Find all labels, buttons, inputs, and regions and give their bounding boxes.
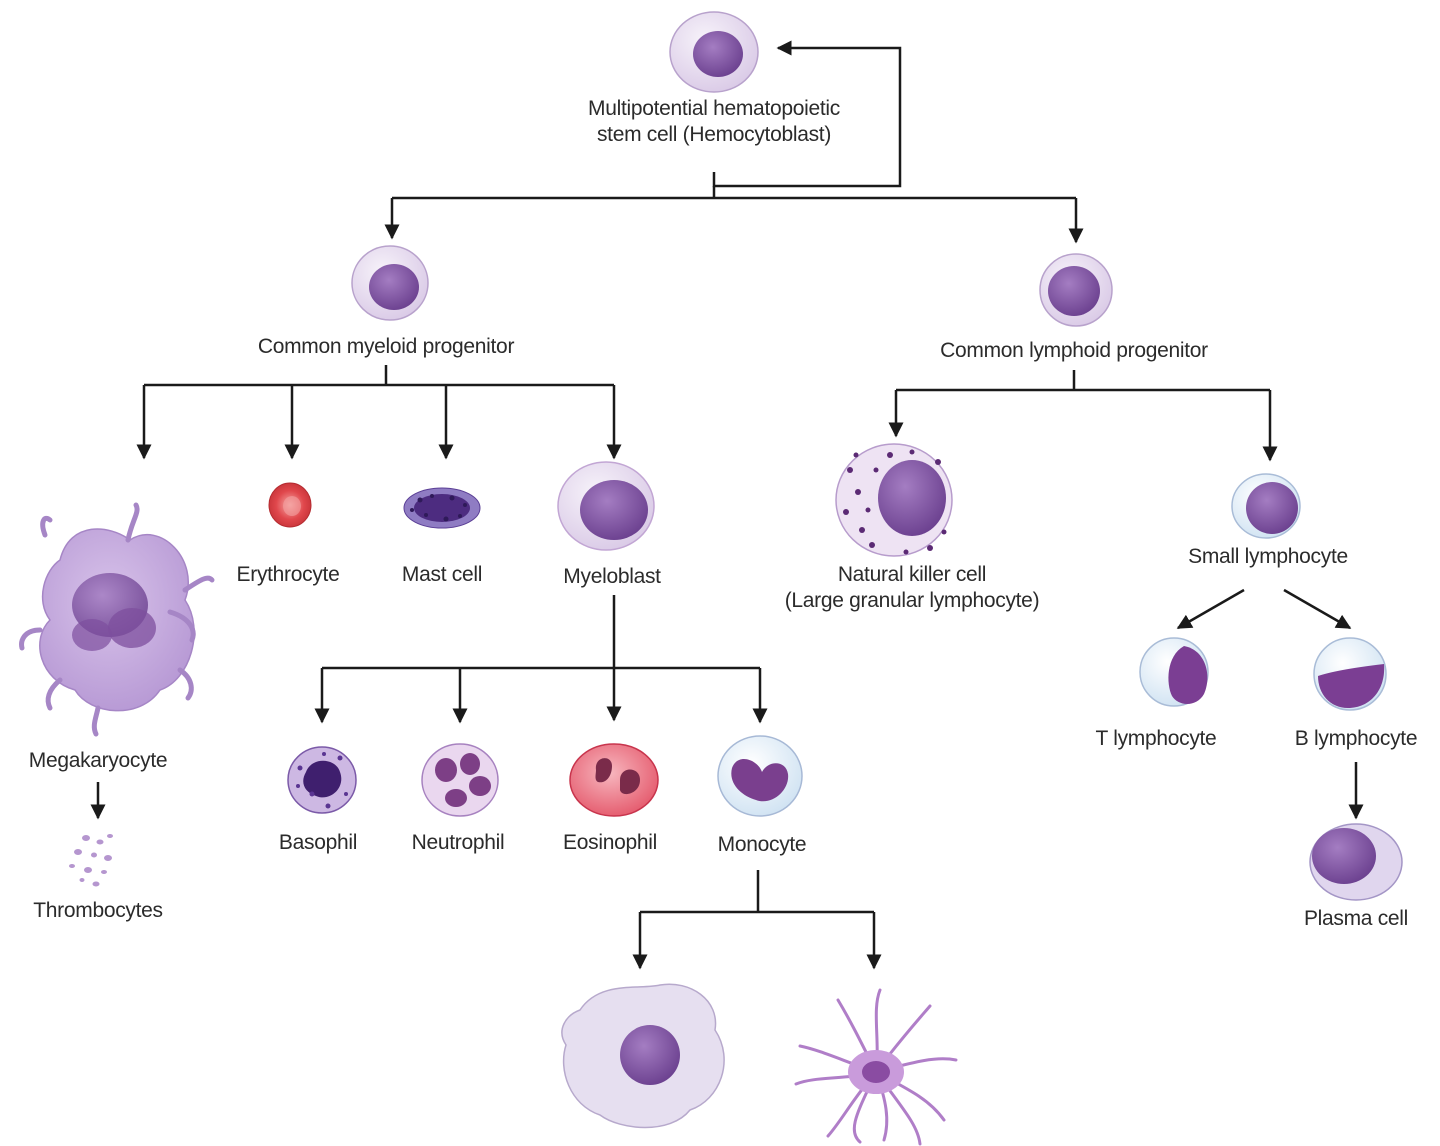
t-lymphocyte-icon bbox=[1139, 637, 1209, 707]
lymphoid-progenitor-icon bbox=[1039, 253, 1113, 327]
myeloblast-label: Myeloblast bbox=[563, 565, 661, 588]
eosinophil-label: Eosinophil bbox=[563, 831, 657, 854]
nk-cell-label-line2: (Large granular lymphocyte) bbox=[784, 589, 1040, 612]
erythrocyte-label: Erythrocyte bbox=[236, 563, 340, 586]
stem-cell-label-line1: Multipotential hematopoietic bbox=[588, 97, 840, 120]
mast-cell-label: Mast cell bbox=[401, 563, 483, 586]
monocyte-label: Monocyte bbox=[717, 833, 807, 856]
myeloid-progenitor-icon bbox=[351, 245, 429, 321]
myeloid-progenitor-label: Common myeloid progenitor bbox=[257, 335, 515, 358]
stem-cell-label: Multipotential hematopoietic stem cell (… bbox=[588, 96, 840, 148]
neutrophil-icon bbox=[421, 743, 499, 817]
dendritic-cell-icon bbox=[794, 988, 958, 1146]
thrombocytes-label: Thrombocytes bbox=[33, 899, 163, 922]
basophil-label: Basophil bbox=[278, 831, 358, 854]
erythrocyte-icon bbox=[268, 482, 312, 528]
nk-cell-label-line1: Natural killer cell bbox=[837, 563, 987, 586]
connector-lines bbox=[90, 40, 1364, 970]
megakaryocyte-icon bbox=[19, 502, 215, 737]
b-lymphocyte-label: B lymphocyte bbox=[1294, 727, 1418, 750]
stem-cell-label-line2: stem cell (Hemocytoblast) bbox=[596, 123, 832, 146]
nk-cell-label: Natural killer cell (Large granular lymp… bbox=[785, 562, 1040, 614]
myeloblast-icon bbox=[557, 461, 655, 551]
neutrophil-label: Neutrophil bbox=[411, 831, 505, 854]
b-lymphocyte-icon bbox=[1313, 637, 1387, 711]
plasma-cell-label: Plasma cell bbox=[1303, 907, 1409, 930]
stem-cell-icon bbox=[669, 11, 759, 93]
small-lymphocyte-label: Small lymphocyte bbox=[1188, 545, 1348, 568]
basophil-icon bbox=[287, 746, 357, 814]
thrombocytes-icon bbox=[69, 834, 113, 887]
t-lymphocyte-label: T lymphocyte bbox=[1095, 727, 1217, 750]
megakaryocyte-label: Megakaryocyte bbox=[28, 749, 168, 772]
macrophage-icon bbox=[561, 983, 725, 1129]
lymphoid-progenitor-label: Common lymphoid progenitor bbox=[940, 339, 1208, 362]
mast-cell-icon bbox=[403, 487, 481, 529]
small-lymphocyte-icon bbox=[1231, 473, 1301, 539]
monocyte-icon bbox=[717, 735, 803, 817]
eosinophil-icon bbox=[569, 743, 659, 817]
nk-cell-icon bbox=[835, 443, 953, 557]
plasma-cell-icon bbox=[1309, 823, 1403, 901]
